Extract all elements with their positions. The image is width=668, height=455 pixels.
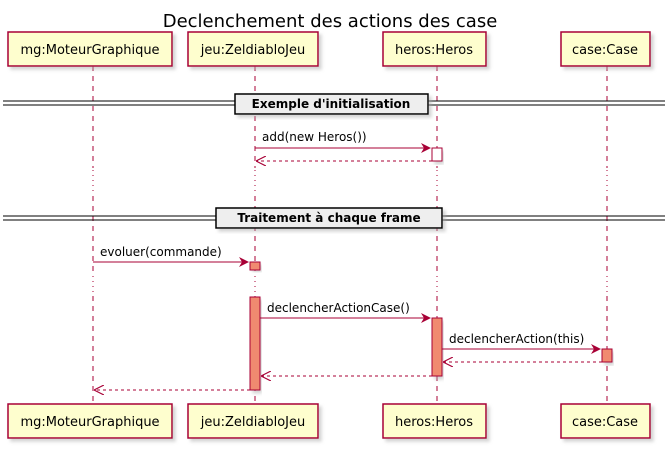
lifelines — [92, 66, 608, 404]
message-declencher-action: declencherAction(this) — [442, 332, 601, 354]
message-label: declencherActionCase() — [267, 301, 410, 315]
divider-traitement: Traitement à chaque frame — [3, 207, 665, 229]
participant-mg-top: mg:MoteurGraphique — [7, 31, 173, 67]
participant-label: jeu:ZeldiabloJeu — [200, 43, 305, 58]
participant-label: heros:Heros — [395, 43, 473, 58]
diagram-title: Declenchement des actions des case — [163, 11, 498, 32]
message-declencher-action-case: declencherActionCase() — [260, 301, 431, 323]
divider-initialisation: Exemple d'initialisation — [3, 93, 665, 115]
participant-jeu-bottom: jeu:ZeldiabloJeu — [187, 403, 319, 439]
activation-heros-main — [431, 317, 443, 377]
activation-heros-init — [431, 147, 443, 162]
activation-jeu-evoluer — [249, 261, 261, 271]
participant-heros-bottom: heros:Heros — [382, 403, 487, 439]
divider-label: Traitement à chaque frame — [237, 211, 420, 225]
activation-case — [601, 348, 613, 363]
participant-case-top: case:Case — [560, 31, 651, 67]
message-label: add(new Heros()) — [262, 130, 367, 144]
activations — [249, 147, 613, 391]
participant-label: case:Case — [572, 415, 638, 430]
participant-label: heros:Heros — [395, 415, 473, 430]
participants-top: mg:MoteurGraphique jeu:ZeldiabloJeu hero… — [7, 31, 651, 67]
messages: add(new Heros()) evoluer(commande) decle… — [93, 130, 602, 390]
participant-heros-top: heros:Heros — [382, 31, 487, 67]
activation-jeu-main — [249, 296, 261, 391]
participant-label: jeu:ZeldiabloJeu — [200, 415, 305, 430]
lifeline-gaps — [86, 168, 614, 296]
participant-label: case:Case — [572, 43, 638, 58]
divider-label: Exemple d'initialisation — [252, 97, 411, 111]
participants-bottom: mg:MoteurGraphique jeu:ZeldiabloJeu hero… — [7, 403, 651, 439]
participant-label: mg:MoteurGraphique — [20, 415, 159, 430]
participant-case-bottom: case:Case — [560, 403, 651, 439]
message-add-heros: add(new Heros()) — [255, 130, 431, 153]
participant-jeu-top: jeu:ZeldiabloJeu — [187, 31, 319, 67]
participant-label: mg:MoteurGraphique — [20, 43, 159, 58]
participant-mg-bottom: mg:MoteurGraphique — [7, 403, 173, 439]
message-label: declencherAction(this) — [449, 332, 584, 346]
message-label: evoluer(commande) — [100, 245, 222, 259]
message-evoluer: evoluer(commande) — [93, 245, 249, 267]
